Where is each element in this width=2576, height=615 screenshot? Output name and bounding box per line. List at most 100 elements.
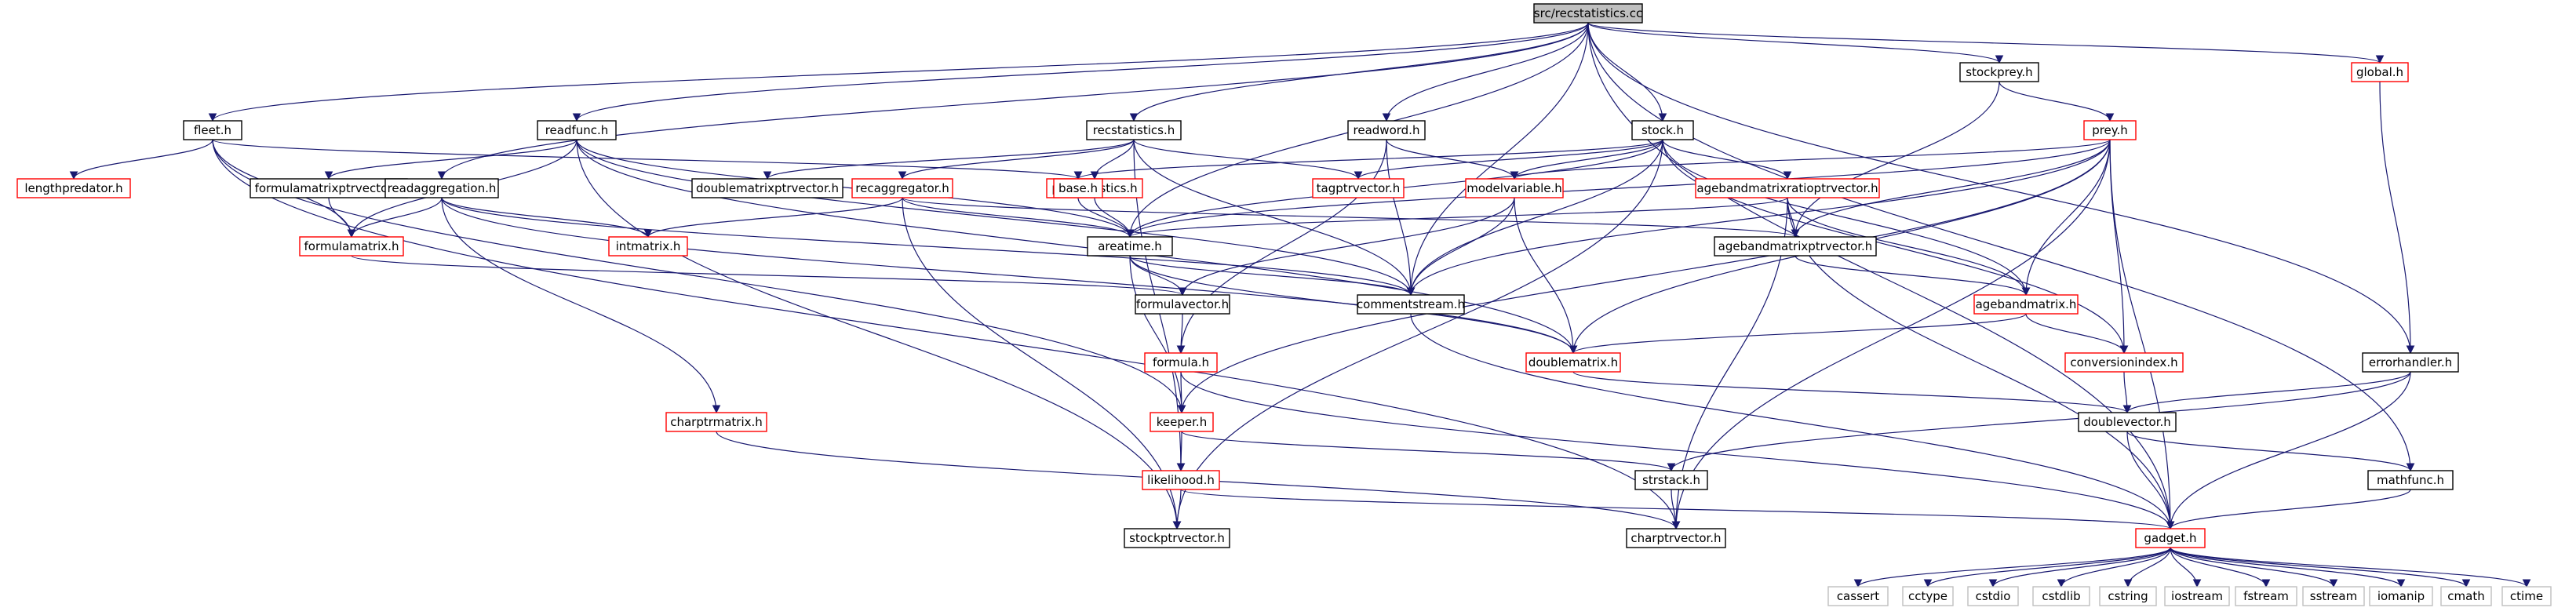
edge-readword-to-formula (1176, 139, 1387, 355)
node-areatime[interactable]: areatime.h (1087, 236, 1173, 257)
node-label: errorhandler.h (2369, 355, 2452, 369)
node-fleet[interactable]: fleet.h (183, 120, 242, 140)
node-readaggregation[interactable]: readaggregation.h (384, 178, 499, 198)
edge-recaggregator-to-intmatrix (643, 197, 903, 238)
node-stockptrvector[interactable]: stockptrvector.h (1124, 528, 1230, 548)
edge-root-to-stockprey (1587, 22, 2004, 64)
node-box (1902, 586, 1954, 606)
node-strstack[interactable]: strstack.h (1634, 470, 1708, 490)
edge-doublevector-to-gadget (2126, 431, 2175, 530)
edge-stock-to-agebandmatrixratioptrvector (1662, 139, 1792, 180)
node-label: formula.h (1153, 355, 1209, 369)
node-doublevector[interactable]: doublevector.h (2078, 412, 2177, 432)
node-box (1312, 178, 1405, 198)
edge-stock-to-conversionindex (1662, 139, 2129, 355)
edge-prey-to-agebandmatrix (2021, 139, 2111, 297)
node-label: fstream (2243, 589, 2289, 603)
node-lengthpredator[interactable]: lengthpredator.h (16, 178, 131, 198)
edge-prey-to-conversionindex (2109, 139, 2129, 355)
node-label: intmatrix.h (616, 239, 681, 253)
node-box (1150, 412, 1214, 432)
node-box (1135, 294, 1230, 315)
node-root[interactable]: src/recstatistics.cc (1533, 3, 1643, 24)
node-formulamatrix[interactable]: formulamatrix.h (299, 236, 404, 257)
edge-stock-to-base (1073, 139, 1663, 180)
node-doublematrix[interactable]: doublematrix.h (1525, 352, 1621, 373)
node-label: lengthpredator.h (24, 181, 122, 195)
node-conversionindex[interactable]: conversionindex.h (2064, 352, 2184, 373)
node-label: agebandmatrixptrvector.h (1718, 239, 1873, 253)
node-label: iostream (2171, 589, 2223, 603)
edge-strstack-to-charptrvector (1671, 489, 1681, 530)
node-readfunc[interactable]: readfunc.h (537, 120, 617, 140)
node-formulavector[interactable]: formulavector.h (1135, 294, 1230, 315)
node-label: prey.h (2092, 123, 2128, 137)
node-cstring: cstring (2099, 586, 2157, 606)
node-formula[interactable]: formula.h (1144, 352, 1218, 373)
node-stock[interactable]: stock.h (1631, 120, 1694, 140)
node-box (1144, 352, 1218, 373)
node-keeper[interactable]: keeper.h (1150, 412, 1214, 432)
node-tagptrvector[interactable]: tagptrvector.h (1312, 178, 1405, 198)
edge-errorhandler-to-strstack (1667, 371, 2411, 472)
node-doublematrixptrvector[interactable]: doublematrixptrvector.h (691, 178, 843, 198)
node-label: doublematrix.h (1528, 355, 1618, 369)
node-recaggregator[interactable]: recaggregator.h (851, 178, 953, 198)
node-prey[interactable]: prey.h (2083, 120, 2137, 140)
node-intmatrix[interactable]: intmatrix.h (608, 236, 688, 257)
edge-root-to-gadget (1587, 22, 2175, 530)
edge-prey-to-modelvariable (1510, 139, 2111, 180)
node-label: cctype (1908, 589, 1947, 603)
node-box (851, 178, 953, 198)
node-global[interactable]: global.h (2351, 62, 2409, 82)
node-label: strstack.h (1642, 473, 1700, 487)
node-formulamatrixptrvector[interactable]: formulamatrixptrvector.h (250, 178, 408, 198)
node-agebandmatrixptrvector[interactable]: agebandmatrixptrvector.h (1714, 236, 1877, 257)
node-agebandmatrix[interactable]: agebandmatrix.h (1973, 294, 2079, 315)
edge-keeper-to-strstack (1181, 431, 1676, 472)
node-readword[interactable]: readword.h (1347, 120, 1426, 140)
edge-formulavector-to-formula (1176, 313, 1186, 355)
node-label: keeper.h (1157, 415, 1207, 429)
node-label: readaggregation.h (388, 181, 497, 195)
edge-prey-to-gadget (2109, 139, 2175, 530)
node-box (665, 412, 767, 432)
edge-doublevector-to-mathfunc (2126, 431, 2415, 472)
edge-readaggregation-to-commentstream (441, 197, 1416, 297)
node-commentstream[interactable]: commentstream.h (1357, 294, 1465, 315)
node-recstatistics[interactable]: recstatistics.h (1086, 120, 1182, 140)
node-label: conversionindex.h (2070, 355, 2177, 369)
node-box (1695, 178, 1880, 198)
edge-root-to-recstatistics (1129, 22, 1589, 122)
edge-global-to-errorhandler (2379, 81, 2415, 355)
node-likelihood[interactable]: likelihood.h (1142, 470, 1220, 490)
edge-root-to-global (1587, 22, 2384, 64)
edge-agebandmatrixratioptrvector-to-agebandmatrix (1787, 197, 2031, 297)
node-box (2099, 586, 2157, 606)
node-gadget[interactable]: gadget.h (2135, 528, 2206, 548)
node-label: iomanip (2377, 589, 2425, 603)
node-box (1714, 236, 1877, 257)
node-base[interactable]: base.h (1053, 178, 1103, 198)
edge-fleet-to-charptrvector (212, 139, 1681, 530)
node-errorhandler[interactable]: errorhandler.h (2362, 352, 2459, 373)
edge-agebandmatrixratioptrvector-to-areatime (1125, 197, 1788, 238)
edge-areatime-to-doublematrix (1129, 255, 1578, 355)
node-stockprey[interactable]: stockprey.h (1959, 62, 2039, 82)
node-charptrvector[interactable]: charptrvector.h (1626, 528, 1726, 548)
node-label: readfunc.h (545, 123, 609, 137)
node-modelvariable[interactable]: modelvariable.h (1465, 178, 1564, 198)
node-agebandmatrixratioptrvector[interactable]: agebandmatrixratioptrvector.h (1695, 178, 1880, 198)
node-label: src/recstatistics.cc (1534, 6, 1642, 20)
node-charptrmatrix[interactable]: charptrmatrix.h (665, 412, 767, 432)
node-sstream: sstream (2302, 586, 2365, 606)
node-cstdio: cstdio (1967, 586, 2019, 606)
node-box (2064, 352, 2184, 373)
node-mathfunc[interactable]: mathfunc.h (2367, 470, 2454, 490)
edge-likelihood-to-gadget (1180, 489, 2174, 530)
node-box (2164, 586, 2230, 606)
edge-gadget-to-ctime (2170, 547, 2531, 588)
edge-formulamatrixptrvector-to-formulamatrix (328, 197, 356, 238)
edge-modelvariable-to-doublematrix (1514, 197, 1578, 355)
edge-gadget-to-cstdlib (2057, 547, 2171, 588)
